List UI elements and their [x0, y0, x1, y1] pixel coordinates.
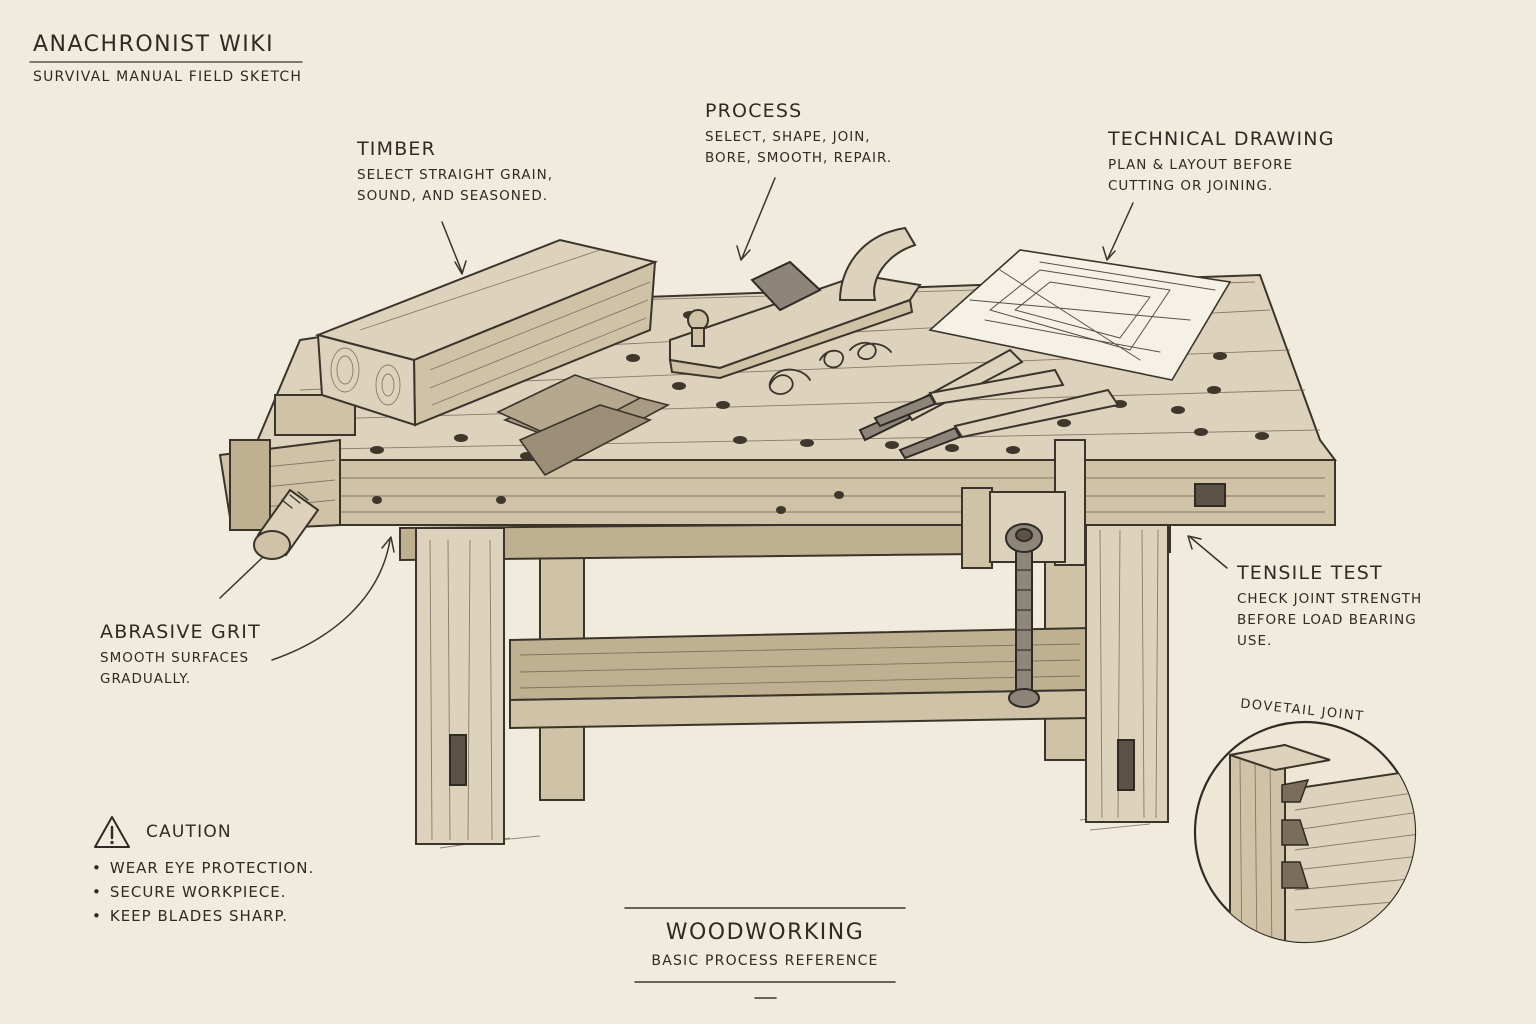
lower-stretcher — [509, 626, 1091, 730]
chisels — [858, 348, 1120, 460]
warning-triangle-icon — [94, 816, 130, 848]
caution-item: SECURE WORKPIECE. — [92, 880, 314, 904]
callout-line: SMOOTH SURFACES — [100, 650, 250, 666]
callout-line: SELECT, SHAPE, JOIN, — [705, 129, 871, 145]
callout-tensile-test: TENSILE TEST CHECK JOINT STRENGTH BEFORE… — [1237, 562, 1422, 652]
callout-title: ABRASIVE GRIT — [100, 621, 261, 643]
front-left-leg — [415, 527, 505, 845]
callout-line: BORE, SMOOTH, REPAIR. — [705, 150, 893, 166]
callout-line: PLAN & LAYOUT BEFORE — [1108, 157, 1294, 173]
callout-technical-drawing: TECHNICAL DRAWING PLAN & LAYOUT BEFORE C… — [1108, 128, 1335, 197]
footer: WOODWORKING BASIC PROCESS REFERENCE — [625, 920, 905, 969]
callout-title: TIMBER — [357, 138, 437, 160]
callout-line: BEFORE LOAD BEARING — [1237, 612, 1417, 628]
caution-list: WEAR EYE PROTECTION. SECURE WORKPIECE. K… — [92, 856, 314, 928]
page-subtitle: SURVIVAL MANUAL FIELD SKETCH — [33, 69, 303, 85]
dovetail-inset — [1193, 720, 1417, 944]
hand-plane — [668, 226, 922, 380]
ground-hatching — [419, 811, 1151, 849]
callout-timber: TIMBER SELECT STRAIGHT GRAIN, SOUND, AND… — [357, 138, 553, 207]
front-right-leg — [1085, 521, 1169, 823]
caution-title: CAUTION — [146, 822, 232, 842]
caution-item: WEAR EYE PROTECTION. — [92, 856, 314, 880]
technical-drawing-sheet — [928, 249, 1232, 381]
vise-handle — [253, 488, 320, 560]
footer-subtitle: BASIC PROCESS REFERENCE — [651, 953, 879, 969]
dog-holes — [370, 311, 1269, 460]
callout-line: CHECK JOINT STRENGTH — [1237, 591, 1423, 607]
callout-abrasive-grit: ABRASIVE GRIT SMOOTH SURFACES GRADUALLY. — [100, 621, 261, 690]
callout-line: SOUND, AND SEASONED. — [357, 188, 549, 204]
callout-line: SELECT STRAIGHT GRAIN, — [357, 167, 554, 183]
callout-line: GRADUALLY. — [100, 671, 192, 687]
callout-line: USE. — [1237, 633, 1273, 649]
footer-title: WOODWORKING — [665, 920, 865, 945]
footer-rules — [624, 907, 906, 999]
page-title: ANACHRONIST WIKI — [33, 32, 275, 57]
sandpaper-sheets — [496, 374, 671, 477]
callout-title: PROCESS — [705, 100, 803, 122]
leader-lines — [219, 177, 1228, 661]
callout-line: CUTTING OR JOINING. — [1108, 178, 1274, 194]
end-vise — [218, 394, 356, 560]
header: ANACHRONIST WIKI SURVIVAL MANUAL FIELD S… — [33, 32, 302, 85]
callout-process: PROCESS SELECT, SHAPE, JOIN, BORE, SMOOT… — [705, 100, 892, 169]
wood-shavings — [768, 341, 892, 395]
caution-box: CAUTION WEAR EYE PROTECTION. SECURE WORK… — [92, 814, 314, 928]
timber-block — [314, 238, 659, 427]
caution-item: KEEP BLADES SHARP. — [92, 904, 314, 928]
callout-title: TENSILE TEST — [1237, 562, 1383, 584]
callout-title: TECHNICAL DRAWING — [1108, 128, 1335, 150]
front-vise — [961, 439, 1086, 708]
